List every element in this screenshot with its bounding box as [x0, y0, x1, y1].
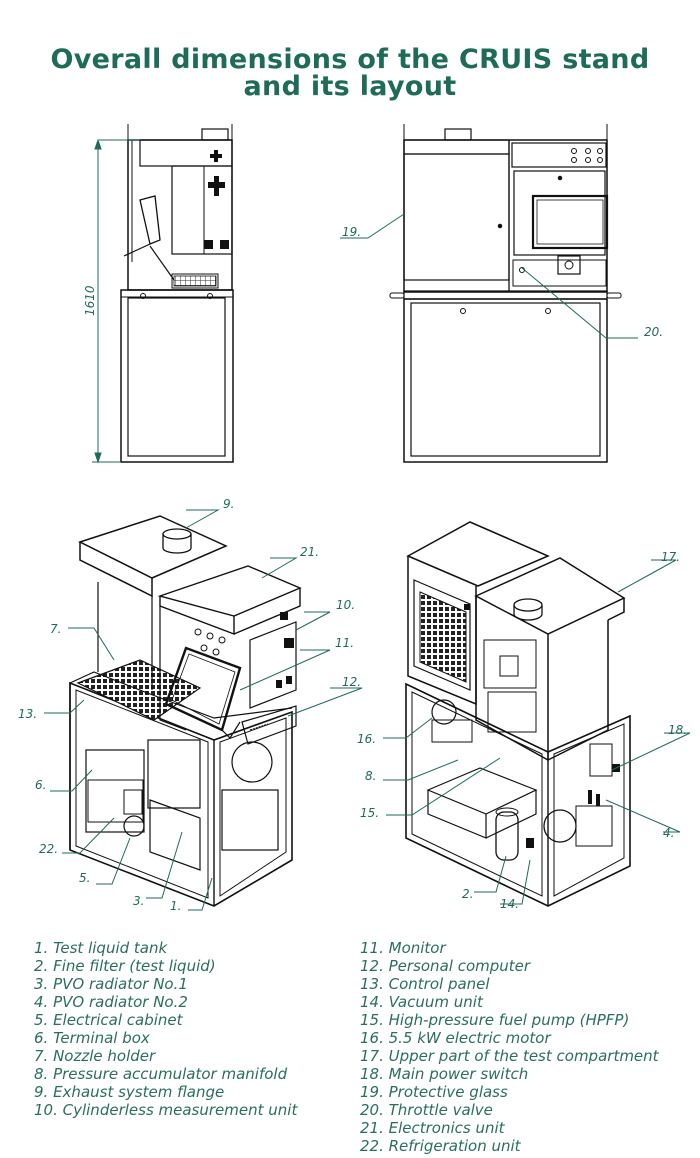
- iso-view-right: [405, 521, 631, 907]
- legend-item: 17. Upper part of the test compartment: [360, 1047, 659, 1065]
- legend-item: 3. PVO radiator No.1: [34, 975, 188, 993]
- legend-item: 18. Main power switch: [360, 1065, 529, 1083]
- front-view: [389, 124, 622, 463]
- legend-item: 21. Electronics unit: [360, 1119, 505, 1137]
- callout-7: 7.: [50, 622, 61, 636]
- legend-item: 19. Protective glass: [360, 1083, 508, 1101]
- legend-item: 13. Control panel: [360, 975, 490, 993]
- legend-item: 1. Test liquid tank: [34, 939, 168, 957]
- legend-item: 7. Nozzle holder: [34, 1047, 156, 1065]
- callout-11: 11.: [335, 636, 354, 650]
- title-line-1: Overall dimensions of the CRUIS stand: [50, 44, 650, 75]
- callout-6: 6.: [35, 778, 46, 792]
- legend-item: 4. PVO radiator No.2: [34, 993, 188, 1011]
- callout-13: 13.: [18, 707, 37, 721]
- callout-10: 10.: [336, 598, 355, 612]
- callout-3: 3.: [133, 894, 144, 908]
- legend-item: 8. Pressure accumulator manifold: [34, 1065, 288, 1083]
- callout-19: 19.: [342, 225, 361, 239]
- callout-14: 14.: [500, 897, 519, 911]
- legend-left: 1. Test liquid tank 2. Fine filter (test…: [34, 939, 297, 1119]
- callout-17: 17.: [661, 550, 680, 564]
- callout-20: 20.: [644, 325, 663, 339]
- legend-right: 11. Monitor 12. Personal computer 13. Co…: [360, 939, 659, 1155]
- legend-item: 6. Terminal box: [34, 1029, 150, 1047]
- callout-leaders: [44, 213, 691, 911]
- dimension-label: 1610: [83, 285, 97, 316]
- legend-item: 11. Monitor: [360, 939, 446, 957]
- legend-item: 16. 5.5 kW electric motor: [360, 1029, 551, 1047]
- legend-item: 14. Vacuum unit: [360, 993, 483, 1011]
- legend-item: 9. Exhaust system flange: [34, 1083, 225, 1101]
- callout-21: 21.: [300, 545, 319, 559]
- callout-4: 4.: [663, 826, 674, 840]
- callout-9: 9.: [223, 497, 234, 511]
- technical-drawing: 1610: [18, 124, 691, 913]
- callout-12: 12.: [342, 675, 361, 689]
- legend-item: 5. Electrical cabinet: [34, 1011, 183, 1029]
- side-view: [120, 124, 234, 463]
- callout-2: 2.: [462, 887, 473, 901]
- callout-18: 18.: [668, 723, 687, 737]
- page-title: Overall dimensions of the CRUIS stand an…: [0, 46, 700, 100]
- legend-item: 12. Personal computer: [360, 957, 531, 975]
- callout-5: 5.: [79, 871, 90, 885]
- legend-item: 2. Fine filter (test liquid): [34, 957, 216, 975]
- dimension-line: [92, 138, 140, 464]
- callout-8: 8.: [365, 769, 376, 783]
- iso-view-left: [69, 515, 302, 907]
- callout-22: 22.: [39, 842, 58, 856]
- callout-1: 1.: [170, 899, 181, 913]
- callout-15: 15.: [360, 806, 379, 820]
- legend-item: 10. Cylinderless measurement unit: [34, 1101, 298, 1119]
- legend-item: 15. High-pressure fuel pump (HPFP): [360, 1011, 630, 1029]
- callout-16: 16.: [357, 732, 376, 746]
- legend-item: 22. Refrigeration unit: [360, 1137, 521, 1155]
- legend-item: 20. Throttle valve: [360, 1101, 493, 1119]
- title-line-2: and its layout: [243, 71, 457, 102]
